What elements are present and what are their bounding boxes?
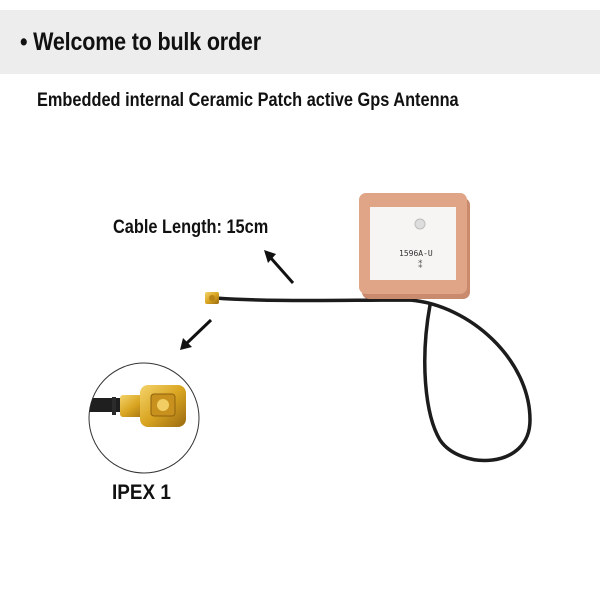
arrow-up-left [264, 250, 295, 284]
cable-length-label: Cable Length: 15cm [113, 217, 269, 238]
connector-type-label: IPEX 1 [112, 481, 171, 504]
product-title: Embedded internal Ceramic Patch active G… [37, 90, 459, 111]
connector-zoom [88, 362, 200, 474]
antenna-patch [370, 207, 456, 280]
antenna-cable [213, 296, 532, 463]
banner-text: • Welcome to bulk order [20, 27, 261, 56]
antenna-marking: 1596A-U [399, 249, 433, 258]
ceramic-antenna: 1596A-U ⁑ [359, 193, 470, 299]
banner: • Welcome to bulk order [0, 10, 600, 74]
arrow-down-left [180, 318, 213, 350]
small-connector [205, 292, 219, 304]
antenna-logo: ⁑ [418, 259, 423, 271]
